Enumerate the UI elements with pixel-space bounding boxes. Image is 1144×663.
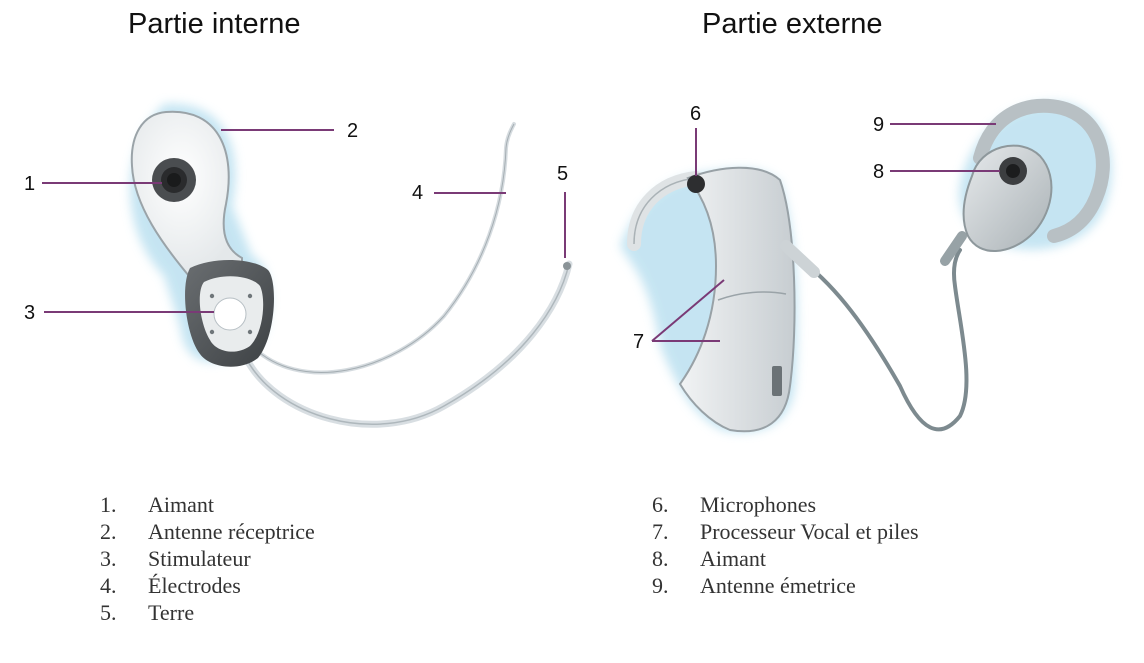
legend-item: 8.Aimant bbox=[652, 545, 919, 572]
legend-label: Microphones bbox=[700, 492, 816, 517]
legend-item: 9.Antenne émetrice bbox=[652, 572, 919, 599]
callout-4: 4 bbox=[412, 182, 423, 204]
legend-number: 1. bbox=[100, 491, 148, 518]
legend-item: 4.Électrodes bbox=[100, 572, 315, 599]
callout-5: 5 bbox=[557, 163, 568, 185]
legend-number: 7. bbox=[652, 518, 700, 545]
legend-label: Aimant bbox=[148, 492, 214, 517]
legend-number: 2. bbox=[100, 518, 148, 545]
callout-9: 9 bbox=[873, 114, 884, 136]
callout-6: 6 bbox=[690, 103, 701, 125]
legend-number: 5. bbox=[100, 599, 148, 626]
legend-item: 5.Terre bbox=[100, 599, 315, 626]
internal-callout-lines bbox=[42, 130, 565, 312]
internal-part-illustration: 1 2 3 4 5 bbox=[14, 86, 600, 469]
processor-cable bbox=[796, 250, 966, 429]
legend-number: 8. bbox=[652, 545, 700, 572]
internal-part-drawing: 1 2 3 4 5 bbox=[14, 86, 600, 469]
legend-number: 6. bbox=[652, 491, 700, 518]
legend-label: Antenne réceptrice bbox=[148, 519, 315, 544]
heading-external-part: Partie externe bbox=[702, 8, 883, 41]
legend-label: Terre bbox=[148, 600, 194, 625]
external-legend: 6.Microphones 7.Processeur Vocal et pile… bbox=[652, 491, 919, 599]
legend-item: 3.Stimulateur bbox=[100, 545, 315, 572]
legend-item: 1.Aimant bbox=[100, 491, 315, 518]
legend-label: Processeur Vocal et piles bbox=[700, 519, 919, 544]
legend-item: 2.Antenne réceptrice bbox=[100, 518, 315, 545]
external-part-illustration: 6 7 8 9 bbox=[600, 86, 1130, 469]
legend-number: 9. bbox=[652, 572, 700, 599]
legend-label: Électrodes bbox=[148, 573, 241, 598]
legend-item: 7.Processeur Vocal et piles bbox=[652, 518, 919, 545]
legend-label: Aimant bbox=[700, 546, 766, 571]
callout-3: 3 bbox=[24, 302, 35, 324]
callout-1: 1 bbox=[24, 173, 35, 195]
legend-label: Antenne émetrice bbox=[700, 573, 856, 598]
callout-8: 8 bbox=[873, 161, 884, 183]
callout-7: 7 bbox=[633, 331, 644, 353]
internal-legend: 1.Aimant 2.Antenne réceptrice 3.Stimulat… bbox=[100, 491, 315, 626]
legend-item: 6.Microphones bbox=[652, 491, 919, 518]
callout-2: 2 bbox=[347, 120, 358, 142]
legend-number: 3. bbox=[100, 545, 148, 572]
ground-electrode-tip bbox=[563, 262, 571, 270]
legend-label: Stimulateur bbox=[148, 546, 251, 571]
heading-internal-part: Partie interne bbox=[128, 8, 301, 41]
electrode-array bbox=[250, 124, 514, 373]
legend-number: 4. bbox=[100, 572, 148, 599]
external-part-drawing: 6 7 8 9 bbox=[600, 86, 1130, 469]
microphone bbox=[687, 175, 705, 193]
